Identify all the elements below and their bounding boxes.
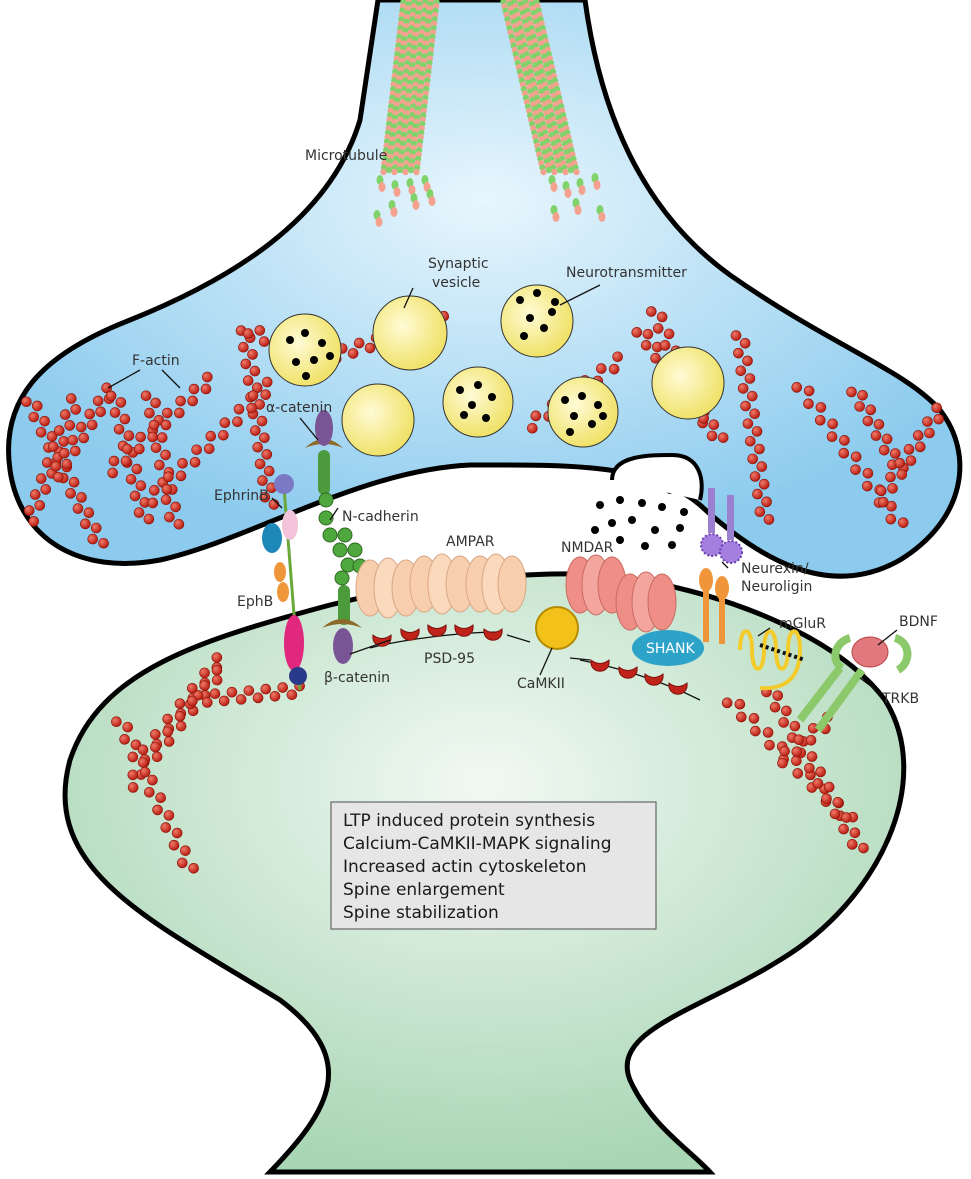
mglur-dashed-link xyxy=(759,643,806,662)
synaptic-vesicle xyxy=(341,383,415,457)
leader-lines xyxy=(107,284,898,694)
label-f-actin: F-actin xyxy=(132,353,180,369)
microtubules xyxy=(373,0,606,227)
ltp-effect-line: LTP induced protein synthesis xyxy=(343,811,595,831)
ampar xyxy=(409,553,475,615)
shank-protein xyxy=(632,630,704,666)
synaptic-vesicles xyxy=(268,284,725,457)
label-camkii: CaMKII xyxy=(517,676,565,692)
label-n-cadherin: N-cadherin xyxy=(342,509,419,525)
synaptic-vesicle xyxy=(372,295,448,371)
ampar xyxy=(465,553,527,615)
label-bdnf: BDNF xyxy=(899,614,938,630)
label-microtubule: Microtubule xyxy=(305,148,387,164)
ampar-receptors xyxy=(355,553,527,619)
label-shank: SHANK xyxy=(646,641,695,657)
label-psd-95: PSD-95 xyxy=(424,651,475,667)
psd-95-scaffold xyxy=(369,624,701,701)
ltp-effect-line: Spine stabilization xyxy=(343,903,499,923)
label-synaptic-vesicle-line2: vesicle xyxy=(432,275,480,291)
mglur-receptor xyxy=(738,629,803,691)
nmdar xyxy=(615,571,677,633)
nmdar-receptors xyxy=(565,554,677,633)
label-ampar: AMPAR xyxy=(446,534,495,550)
ltp-effects-box: LTP induced protein synthesis Calcium-Ca… xyxy=(330,801,657,930)
label-neurexin: Neurexin/ xyxy=(741,561,809,577)
ltp-effect-line: Increased actin cytoskeleton xyxy=(343,857,587,877)
fusing-vesicle xyxy=(610,452,704,501)
presynaptic-terminal xyxy=(6,0,963,579)
label-neuroligin: Neuroligin xyxy=(741,579,812,595)
synaptic-vesicle xyxy=(547,376,619,448)
label-neurotransmitter: Neurotransmitter xyxy=(566,265,687,281)
label-ephrinb: EphrinB xyxy=(214,488,269,504)
synaptic-vesicle xyxy=(651,346,725,420)
label-ephb: EphB xyxy=(237,594,273,610)
label-synaptic-vesicle-line1: Synaptic xyxy=(428,256,489,272)
ltp-effect-line: Calcium-CaMKII-MAPK signaling xyxy=(343,834,612,854)
synaptic-vesicle xyxy=(442,366,514,438)
label-mglur: mGluR xyxy=(779,616,826,632)
label-beta-catenin: β-catenin xyxy=(324,670,390,686)
ltp-effect-line: Spine enlargement xyxy=(343,880,505,900)
label-trkb: TRKB xyxy=(881,691,919,707)
ampar xyxy=(355,557,421,619)
label-nmdar: NMDAR xyxy=(561,540,614,556)
beta-catenin-complex xyxy=(322,619,362,664)
ephrinb-ephb-complex xyxy=(262,474,307,691)
synaptic-vesicle xyxy=(268,313,342,387)
neurexin-neuroligin xyxy=(699,488,743,644)
label-alpha-catenin: α-catenin xyxy=(266,400,332,416)
camkii-protein xyxy=(535,606,579,650)
alpha-catenin-complex xyxy=(305,410,343,448)
